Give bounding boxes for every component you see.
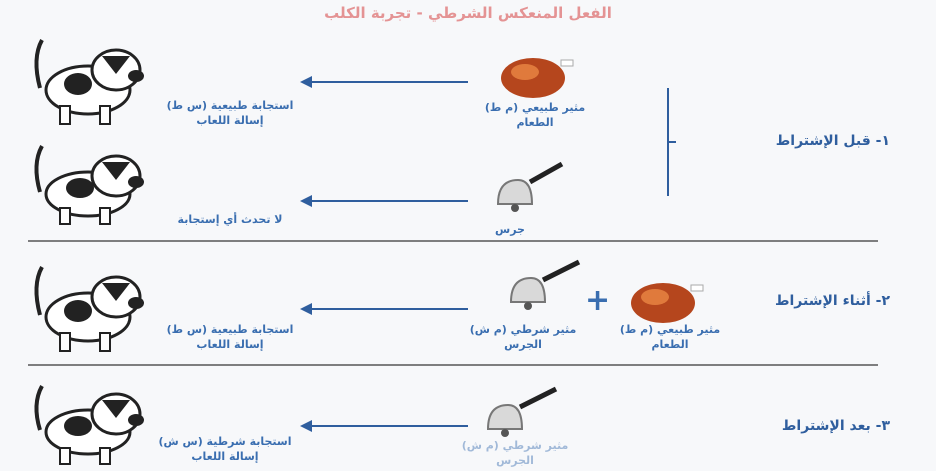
diagram-title: الفعل المنعكس الشرطي - تجربة الكلب [324,4,612,22]
stimulus-line: مثير شرطي (م ش) [469,323,577,336]
phase-label: ١- قبل الإشتراط [775,133,890,149]
bell-icon [486,386,558,437]
divider [28,240,878,242]
stimulus-line: مثير طبيعي (م ط) [619,323,721,336]
dog-icon [34,145,144,225]
stimulus-line: الجرس [504,338,542,351]
phase-label: ٣- بعد الإشتراط [781,418,890,434]
divider [28,364,878,366]
phase-label: ٢- أثناء الإشتراط [774,293,890,309]
stimulus-label: مثير طبيعي (م ط) الطعام [470,100,600,130]
stimulus-label: مثير شرطي (م ش) الجرس [458,322,588,352]
stimulus-line: مثير شرطي (م ش) [461,439,569,452]
plus-sign: + [585,283,611,318]
response-line: إسالة اللعاب [191,450,259,463]
stimulus-line: الطعام [651,338,689,351]
stimulus-label: مثير طبيعي (م ط) الطعام [605,322,735,352]
bracket [667,88,676,196]
stimulus-line: الجرس [496,454,534,467]
dog-icon [34,266,144,352]
response-label: استجابة شرطية (س ش) إسالة اللعاب [140,434,310,464]
response-label: لا تحدث أي إستجابة [150,212,310,227]
arrow-icon [300,76,468,88]
food-icon [631,283,704,323]
food-icon [501,58,574,98]
response-line: استجابة طبيعية (س ط) [166,99,294,112]
stimulus-line: جرس [495,223,525,236]
response-label: استجابة طبيعية (س ط) إسالة اللعاب [150,98,310,128]
response-line: استجابة شرطية (س ش) [158,435,292,448]
stimulus-line: مثير طبيعي (م ط) [484,101,586,114]
arrow-icon [300,420,468,432]
arrow-icon [300,303,468,315]
dog-icon [34,39,144,125]
arrow-icon [300,195,468,207]
bell-icon [509,259,581,310]
stimulus-line: الطعام [516,116,554,129]
stimulus-label: مثير شرطي (م ش) الجرس [455,438,575,468]
response-line: إسالة اللعاب [196,114,264,127]
response-label: استجابة طبيعية (س ط) إسالة اللعاب [150,322,310,352]
stimulus-label: جرس [470,222,550,237]
response-line: إسالة اللعاب [196,338,264,351]
response-line: استجابة طبيعية (س ط) [166,323,294,336]
bell-icon [496,161,564,212]
dog-icon [34,385,144,465]
response-line: لا تحدث أي إستجابة [177,213,283,226]
